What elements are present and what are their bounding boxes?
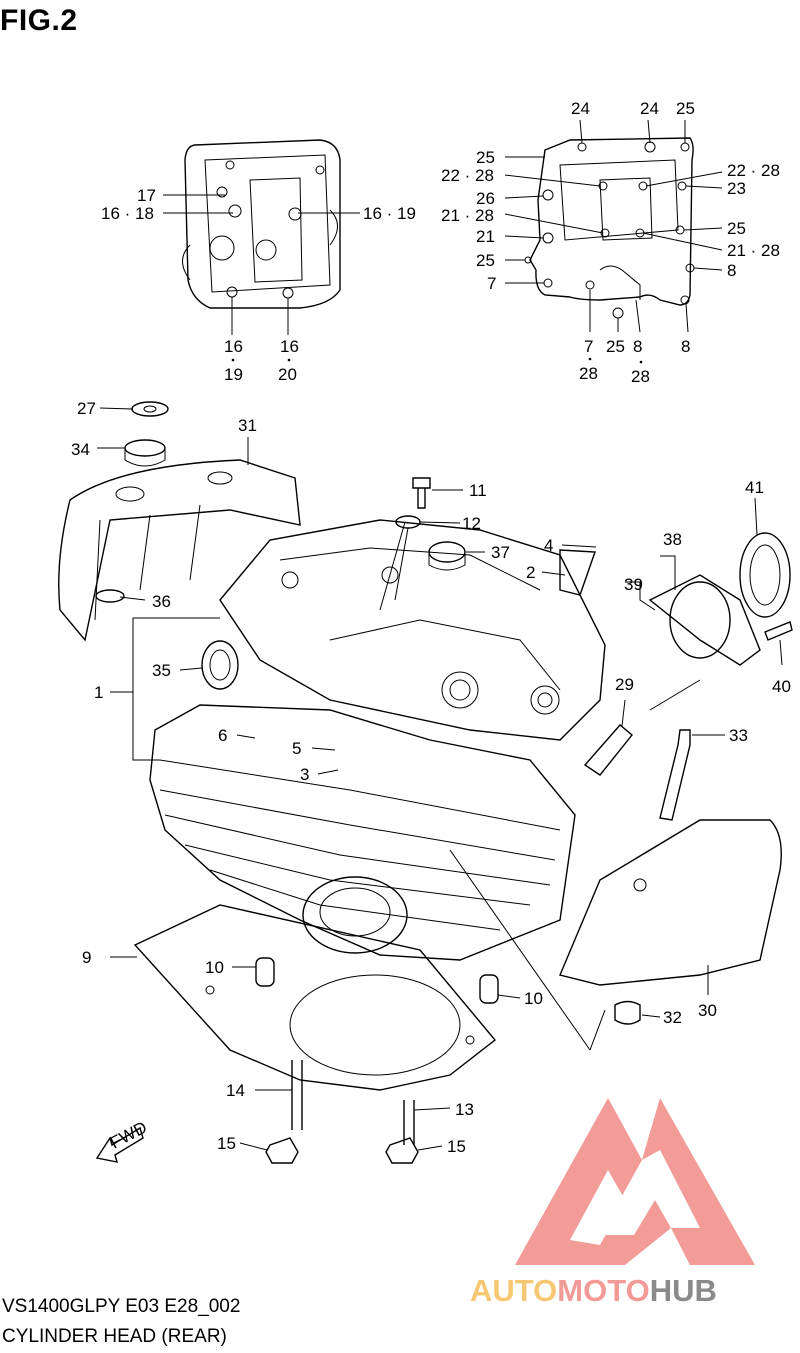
callout-15-left: 15	[217, 1134, 236, 1153]
callout-2: 2	[526, 563, 535, 582]
callout-38: 38	[663, 530, 682, 549]
watermark-hub: HUB	[650, 1273, 717, 1308]
watermark-auto: AUTO	[470, 1273, 557, 1308]
watermark-triangle-icon	[515, 1098, 755, 1265]
callout-33: 33	[729, 726, 748, 745]
figure-title: FIG.2	[0, 4, 78, 37]
callout-27: 27	[77, 399, 96, 418]
callout-31: 31	[238, 416, 257, 435]
callout-10-left: 10	[205, 958, 224, 977]
callout-14: 14	[226, 1081, 245, 1100]
callout-22-28-right: 22 · 28	[727, 161, 780, 180]
callout-16-right: 16	[280, 337, 299, 356]
callout-24-right: 24	[640, 99, 659, 118]
watermark-moto: MOTO	[557, 1273, 649, 1308]
callout-13: 13	[455, 1100, 474, 1119]
callout-16-19: 16 · 19	[363, 204, 416, 223]
callout-36: 36	[152, 592, 171, 611]
callout-5: 5	[292, 739, 301, 758]
callout-32: 32	[663, 1008, 682, 1027]
callout-17: 17	[137, 186, 156, 205]
callout-25-top: 25	[676, 99, 695, 118]
section-name: CYLINDER HEAD (REAR)	[2, 1326, 227, 1347]
callout-16-18: 16 · 18	[101, 204, 154, 223]
watermark-logo: AUTOMOTOHUB	[470, 1098, 755, 1308]
callout-25-left: 25	[476, 251, 495, 270]
callout-28-left: 28	[579, 364, 598, 383]
inset-head-bottom-view	[524, 137, 695, 319]
callout-25-right: 25	[727, 219, 746, 238]
callout-30: 30	[698, 1001, 717, 1020]
svg-text:AUTOMOTOHUB: AUTOMOTOHUB	[470, 1273, 717, 1308]
callout-6: 6	[218, 726, 227, 745]
callout-26: 26	[476, 189, 495, 208]
callout-8-right: 8	[727, 261, 736, 280]
fwd-direction-arrow-icon: FWD	[95, 1118, 150, 1163]
callout-12: 12	[462, 514, 481, 533]
callout-labels: 17 16 · 18 16 · 19 16 16 19 20 24 24 25 …	[71, 99, 791, 1156]
callout-39: 39	[624, 575, 643, 594]
callout-22-28-left: 22 · 28	[441, 166, 494, 185]
callout-19: 19	[224, 365, 243, 384]
callout-8-bottom: 8	[633, 337, 642, 356]
callout-9: 9	[82, 948, 91, 967]
leader-lines	[97, 119, 783, 1151]
callout-7-left: 7	[487, 274, 496, 293]
inset-head-top-view	[182, 139, 341, 309]
callout-25-upper: 25	[476, 148, 495, 167]
callout-34: 34	[71, 440, 90, 459]
callout-21: 21	[476, 227, 495, 246]
callout-4: 4	[544, 536, 553, 555]
callout-40: 40	[772, 677, 791, 696]
callout-20: 20	[278, 365, 297, 384]
callout-41: 41	[745, 478, 764, 497]
callout-28-right: 28	[631, 367, 650, 386]
callout-24-left: 24	[571, 99, 590, 118]
cylinder-head-assembly	[58, 401, 793, 1164]
callout-23: 23	[727, 179, 746, 198]
callout-10-right: 10	[524, 989, 543, 1008]
callout-21-28-left: 21 · 28	[441, 206, 494, 225]
callout-16-left: 16	[224, 337, 243, 356]
callout-7-bottom: 7	[584, 337, 593, 356]
callout-29: 29	[615, 675, 634, 694]
callout-1: 1	[94, 683, 103, 702]
callout-11: 11	[469, 481, 487, 500]
callout-8-corner: 8	[681, 337, 690, 356]
callout-35: 35	[152, 661, 171, 680]
callout-37: 37	[491, 543, 510, 562]
cover-31	[58, 459, 301, 642]
callout-3: 3	[300, 765, 309, 784]
model-code: VS1400GLPY E03 E28_002	[2, 1296, 241, 1317]
callout-25-bottom: 25	[606, 337, 625, 356]
callout-21-28-right: 21 · 28	[727, 241, 780, 260]
callout-15-right: 15	[447, 1137, 466, 1156]
